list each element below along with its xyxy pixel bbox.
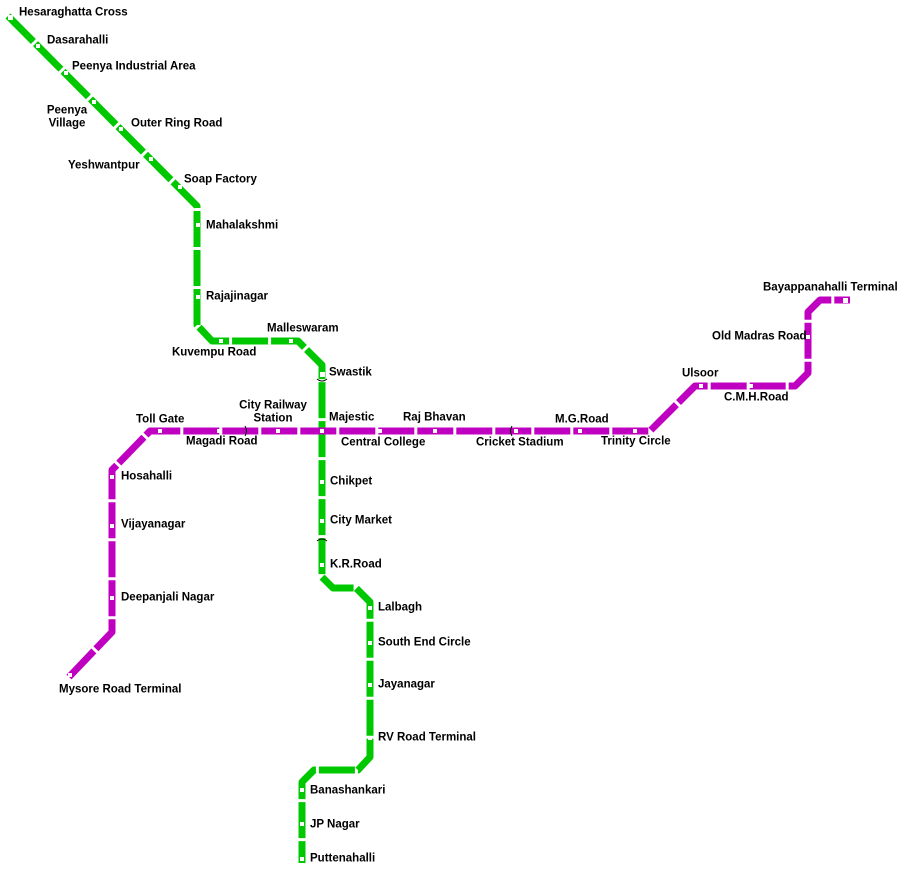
station-label[interactable]: Hesaraghatta Cross	[19, 6, 128, 19]
station-label[interactable]: Cricket Stadium	[476, 436, 564, 449]
station-label[interactable]: Station	[253, 412, 293, 425]
station-label-majestic[interactable]: Majestic	[329, 411, 375, 424]
station-label[interactable]: Peenya Industrial Area	[72, 60, 196, 73]
station-label[interactable]: Swastik	[329, 366, 372, 379]
station-label[interactable]: Raj Bhavan	[403, 411, 466, 424]
interchange-bracket	[244, 378, 513, 542]
station-label[interactable]: Deepanjali Nagar	[121, 591, 215, 604]
station-label[interactable]: Village	[48, 117, 86, 130]
station-label[interactable]: Soap Factory	[184, 173, 257, 186]
station-label[interactable]: Old Madras Road	[712, 330, 807, 343]
station-markers	[8, 15, 848, 861]
station-label[interactable]: Hosahalli	[121, 470, 173, 483]
station-label[interactable]: Vijayanagar	[121, 518, 186, 531]
station-label[interactable]: Malleswaram	[267, 322, 339, 335]
station-label[interactable]: Outer Ring Road	[131, 117, 223, 130]
station-label[interactable]: Ulsoor	[682, 367, 719, 380]
station-label[interactable]: Bayappanahalli Terminal	[763, 281, 898, 294]
station-label[interactable]: JP Nagar	[310, 818, 360, 831]
station-label[interactable]: Peenya	[46, 104, 88, 117]
station-label[interactable]: Kuvempu Road	[172, 346, 257, 359]
station-label[interactable]: Rajajinagar	[206, 290, 268, 303]
station-label[interactable]: South End Circle	[378, 636, 471, 649]
station-label[interactable]: Yeshwantpur	[68, 159, 140, 172]
station-label[interactable]: Jayanagar	[378, 678, 435, 691]
station-label[interactable]: Magadi Road	[186, 435, 258, 448]
station-label[interactable]: Chikpet	[330, 475, 373, 488]
station-label[interactable]: Central College	[341, 436, 426, 449]
station-label[interactable]: K.R.Road	[330, 558, 382, 571]
station-label[interactable]: M.G.Road	[555, 413, 609, 426]
station-label[interactable]: C.M.H.Road	[724, 391, 789, 404]
station-label[interactable]: City Railway	[239, 399, 307, 412]
station-label[interactable]: Mahalakshmi	[206, 219, 279, 232]
station-label[interactable]: Lalbagh	[378, 601, 423, 614]
green-line	[5, 13, 374, 863]
station-label[interactable]: RV Road Terminal	[378, 731, 476, 744]
station-label[interactable]: Toll Gate	[136, 413, 185, 426]
station-label[interactable]: Trinity Circle	[601, 435, 671, 448]
station-label[interactable]: Puttenahalli	[310, 852, 376, 865]
station-label[interactable]: City Market	[330, 514, 392, 527]
station-label[interactable]: Banashankari	[310, 784, 386, 797]
station-label[interactable]: Mysore Road Terminal	[59, 683, 182, 696]
station-label[interactable]: Dasarahalli	[47, 34, 109, 47]
